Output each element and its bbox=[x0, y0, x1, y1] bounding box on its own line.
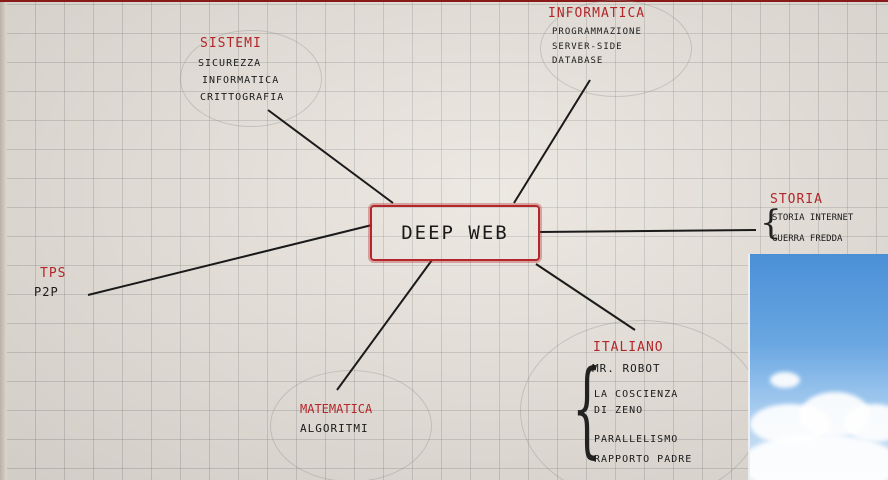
line-storia bbox=[537, 229, 757, 233]
sistemi-title: SISTEMI bbox=[200, 36, 262, 51]
italiano-item: DI ZENO bbox=[594, 405, 644, 416]
storia-brace: { bbox=[760, 203, 782, 243]
sky-photo-overlay bbox=[748, 254, 888, 480]
line-informatica bbox=[513, 79, 591, 204]
cloud bbox=[770, 372, 800, 388]
paper-edge bbox=[0, 0, 7, 480]
top-border bbox=[0, 0, 888, 2]
tps-title: TPS bbox=[40, 266, 67, 281]
informatica-title: INFORMATICA bbox=[548, 6, 646, 21]
italiano-item: PARALLELISMO bbox=[594, 434, 679, 445]
center-node: DEEP WEB bbox=[370, 205, 540, 261]
storia-item: GUERRA FREDDA bbox=[772, 234, 843, 244]
line-tps bbox=[87, 224, 373, 296]
matematica-title: MATEMATICA bbox=[300, 402, 373, 416]
cloud bbox=[750, 434, 888, 480]
informatica-item: DATABASE bbox=[552, 56, 604, 66]
storia-title: STORIA bbox=[770, 192, 823, 207]
sistemi-item: INFORMATICA bbox=[202, 75, 280, 86]
sistemi-item: CRITTOGRAFIA bbox=[200, 92, 285, 103]
sistemi-bubble bbox=[180, 30, 322, 127]
italiano-item: RAPPORTO PADRE bbox=[594, 454, 693, 465]
informatica-bubble bbox=[540, 0, 692, 97]
informatica-item: PROGRAMMAZIONE bbox=[552, 27, 642, 37]
italiano-title: ITALIANO bbox=[593, 340, 664, 355]
italiano-item: MR. ROBOT bbox=[592, 362, 661, 375]
center-label: DEEP WEB bbox=[401, 222, 509, 244]
storia-item: STORIA INTERNET bbox=[772, 213, 854, 223]
matematica-item: ALGORITMI bbox=[300, 422, 369, 435]
line-matematica bbox=[336, 259, 433, 391]
italiano-item: LA COSCIENZA bbox=[594, 389, 679, 400]
line-italiano bbox=[535, 263, 636, 331]
informatica-item: SERVER-SIDE bbox=[552, 42, 623, 52]
tps-item: P2P bbox=[34, 285, 59, 299]
line-sistemi bbox=[267, 109, 394, 204]
italiano-brace: { bbox=[572, 347, 602, 469]
sistemi-item: SICUREZZA bbox=[198, 58, 262, 69]
